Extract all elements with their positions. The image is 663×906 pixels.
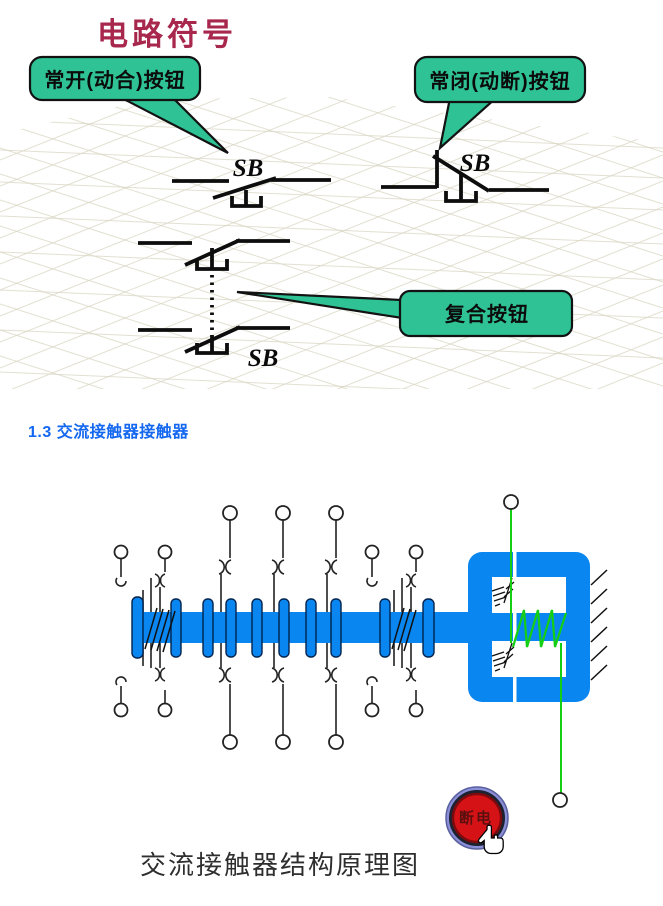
callout-box bbox=[398, 289, 574, 338]
pushbutton-no-symbol: SB bbox=[172, 155, 331, 208]
callout-normally-open-label: 常开(动合)按钮 bbox=[44, 68, 185, 92]
contactor-structure-figure: 断电 bbox=[113, 494, 608, 855]
main-pole-2 bbox=[271, 505, 291, 750]
kickoff-spring-bottom bbox=[491, 642, 515, 672]
sb-label-composite: SB bbox=[248, 345, 279, 372]
callout-tail bbox=[236, 290, 404, 320]
main-pole-1 bbox=[218, 505, 238, 750]
cursor-hand-icon bbox=[477, 824, 504, 855]
pushbutton-nc-symbol: SB bbox=[381, 150, 549, 203]
coil-terminal-bottom bbox=[552, 792, 568, 808]
fixed-mount-hatching bbox=[590, 569, 608, 681]
coil bbox=[511, 609, 568, 648]
perspective-grid-background bbox=[0, 97, 663, 389]
callout-composite-label: 复合按钮 bbox=[444, 302, 529, 326]
coil-wiring bbox=[503, 494, 568, 808]
callout-normally-closed: 常闭(动断)按钮 bbox=[413, 55, 587, 152]
callout-composite: 复合按钮 bbox=[236, 289, 574, 338]
coil-terminal-top bbox=[503, 494, 519, 510]
contactor-shaft bbox=[131, 596, 473, 659]
callout-tail bbox=[115, 93, 229, 154]
callout-normally-open: 常开(动合)按钮 bbox=[28, 55, 229, 154]
armature-gap bbox=[513, 552, 517, 702]
aux-contact-right bbox=[364, 544, 424, 718]
figure-title: 电路符号 bbox=[97, 17, 237, 52]
sb-label-nc: SB bbox=[460, 150, 491, 177]
circuit-symbols-figure: 电路符号 常开(动合)按钮 常闭(动断)按钮 复合按钮 SB SB bbox=[0, 17, 663, 389]
shaft-spring-right bbox=[391, 607, 417, 652]
power-off-button-label: 断电 bbox=[459, 809, 493, 827]
shaft-spring-left bbox=[144, 607, 176, 653]
callout-normally-closed-label: 常闭(动断)按钮 bbox=[429, 69, 570, 93]
figure-caption: 交流接触器结构原理图 bbox=[140, 851, 421, 880]
callout-box bbox=[413, 55, 587, 104]
kickoff-spring-top bbox=[491, 577, 515, 607]
electromagnet-core bbox=[468, 552, 608, 702]
power-off-button[interactable]: 断电 bbox=[445, 786, 509, 855]
main-pole-3 bbox=[324, 505, 344, 750]
section-heading: 1.3 交流接触器接触器 bbox=[28, 424, 189, 441]
callout-box bbox=[28, 55, 202, 102]
pushbutton-composite-symbol: SB bbox=[138, 238, 290, 372]
sb-label-no: SB bbox=[233, 155, 264, 182]
